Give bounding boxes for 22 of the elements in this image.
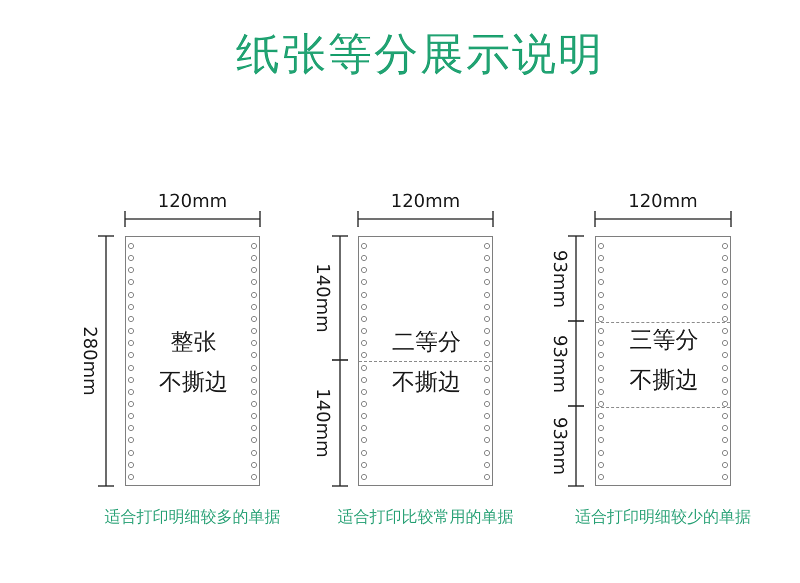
dimension-label: 93mm — [550, 250, 568, 308]
paper-sheet — [595, 236, 731, 486]
sheet-caption: 适合打印明细较少的单据 — [575, 509, 751, 525]
dimension-label: 140mm — [313, 263, 331, 333]
sheet-label: 整张 — [170, 332, 216, 354]
paper-sheet — [125, 236, 260, 486]
sheet-label: 不撕边 — [159, 372, 228, 394]
sheet-label: 二等分 — [392, 332, 461, 354]
dimension-label: 120mm — [390, 193, 460, 211]
sheet-label: 三等分 — [630, 330, 698, 352]
dimension-label: 120mm — [628, 193, 698, 211]
dimension-label: 93mm — [550, 417, 568, 475]
dimension-label: 93mm — [550, 334, 568, 392]
paper-sheet — [358, 236, 493, 486]
sheet-caption: 适合打印明细较多的单据 — [104, 509, 280, 525]
sheet-label: 不撕边 — [392, 372, 461, 394]
dimension-label: 120mm — [158, 193, 228, 211]
sheet-label: 不撕边 — [630, 370, 698, 392]
dimension-label: 280mm — [80, 326, 98, 396]
page-title: 纸张等分展示说明 — [236, 33, 604, 77]
sheet-caption: 适合打印比较常用的单据 — [338, 509, 514, 525]
dimension-label: 140mm — [313, 388, 331, 458]
